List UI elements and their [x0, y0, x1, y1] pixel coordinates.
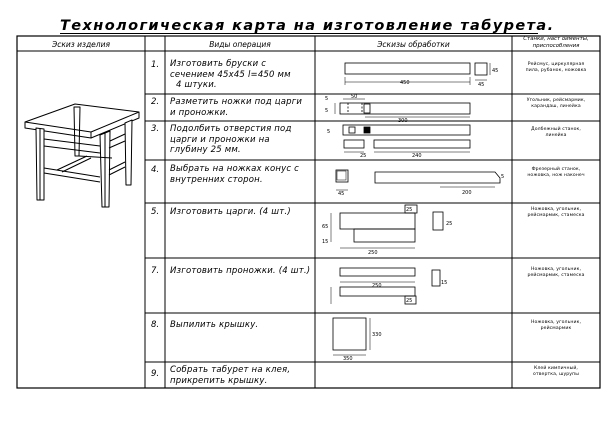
dimension-label: 200 — [462, 190, 472, 196]
operation-description: Изготовить бруски с сечением 45x45 l=450… — [170, 59, 291, 91]
sketch-seat-board — [332, 317, 371, 356]
header-processing-sketches: Эскизы обработки — [377, 40, 450, 49]
title-underline — [60, 33, 538, 34]
tools-line: Фрезерный станок, — [531, 167, 581, 172]
dimension-label: 250 — [368, 250, 378, 256]
operation-number: 4. — [150, 165, 160, 175]
tools-line: Угольник, рейсмармик, — [526, 98, 586, 103]
operation-line: царги и проножки на — [170, 134, 270, 145]
tools-line: Ножовка, угольник, — [530, 320, 582, 325]
operation-number: 2. — [150, 97, 160, 107]
operation-description: Изготовить царги. (4 шт.) — [170, 207, 291, 218]
sketch-tapered-leg — [335, 169, 501, 191]
operation-number: 3. — [150, 124, 160, 134]
operation-description: Подолбить отверстия под царги и проножки… — [170, 124, 292, 156]
tools-line: рейсмармик, стамеска — [527, 213, 585, 219]
operation-description: Выпилить крышку. — [170, 320, 258, 331]
dimension-label: 25 — [446, 221, 452, 227]
sketch-stretcher — [330, 267, 441, 305]
tools-line: линейка — [545, 133, 567, 139]
operation-description: Разметить ножки под царги и проножки. — [170, 97, 302, 118]
operation-line: и проножки. — [170, 107, 229, 118]
dimension-label: 50 — [351, 94, 357, 100]
dimension-label: 5 — [501, 174, 504, 180]
operation-line: Собрать табурет на клея, — [170, 365, 291, 375]
dimension-label: 450 — [400, 80, 410, 86]
tools-cell: Рейсмус, циркулярная пила, рубанок, ножо… — [514, 62, 598, 74]
dimension-label: 330 — [372, 332, 382, 338]
operation-description: Изготовить проножки. (4 шт.) — [170, 266, 310, 277]
header-sketch: Эскиз изделия — [52, 40, 110, 49]
dimension-label: 240 — [412, 153, 422, 159]
operation-line: Подолбить отверстия под — [170, 124, 292, 134]
operation-number: 1. — [150, 60, 160, 70]
dimension-label: 25 — [360, 153, 366, 159]
tools-line: карандаш, линейка — [531, 104, 581, 110]
dimension-label: 25 — [406, 207, 412, 213]
operation-line: прикрепить крышку. — [170, 375, 268, 386]
dimension-label: 45 — [338, 191, 344, 197]
dimension-label: 5 — [325, 108, 328, 114]
header-tools: Станки, наст ойменты, приспособления — [512, 36, 600, 50]
tools-line: рейсмармик — [540, 326, 572, 332]
tools-cell: Фрезерный станок, ножовка, нож наконеч — [514, 167, 598, 179]
operation-line: глубину 25 мм. — [170, 145, 241, 155]
sketch-rail — [330, 204, 444, 249]
tools-line: Ножовка, угольник, — [530, 207, 582, 212]
sketch-mortised-leg — [342, 124, 471, 153]
operation-number: 8. — [150, 320, 160, 330]
operation-line: Выбрать на ножках конус с — [170, 164, 299, 174]
tools-line: ножовка, нож наконеч — [527, 173, 585, 179]
tools-cell: Ножовка, угольник, рейсмармик, стамеска — [514, 267, 598, 279]
operation-number: 9. — [150, 369, 160, 379]
header-tools-line: приспособления — [532, 43, 580, 49]
tools-line: отвертка, шурупы — [533, 372, 579, 378]
tools-cell: Ножовка, угольник, рейсмармик, стамеска — [514, 207, 598, 219]
dimension-label: 45 — [492, 68, 498, 74]
sketch-marked-leg — [334, 98, 471, 118]
header-tools-line: Станки, наст ойменты, — [523, 36, 589, 42]
operation-line: Изготовить проножки. (4 шт.) — [170, 266, 311, 276]
tools-line: Клей кимпичный, — [534, 366, 578, 371]
operation-number: 7. — [150, 266, 160, 276]
operation-description: Выбрать на ножках конус с внутренних сто… — [170, 164, 299, 185]
dimension-label: 15 — [441, 280, 447, 286]
operation-line: сечением 45x45 l=450 мм — [170, 69, 291, 80]
operation-number: 5. — [150, 207, 160, 217]
tools-line: пила, рубанок, ножовка — [525, 68, 587, 74]
dimension-label: 45 — [478, 82, 484, 88]
operation-line: Изготовить бруски с — [170, 59, 267, 69]
operation-line: 4 штуки. — [176, 80, 217, 90]
dimension-label: 65 — [322, 224, 328, 230]
operation-line: Выпилить крышку. — [170, 320, 259, 330]
tools-line: Долбежный станок, — [531, 127, 581, 132]
dimension-label: 5 — [325, 96, 328, 102]
tools-cell: Клей кимпичный, отвертка, шурупы — [514, 366, 598, 378]
tools-line: рейсмармик, стамеска — [527, 273, 585, 279]
operation-line: внутренних сторон. — [170, 174, 263, 185]
dimension-label: 15 — [322, 239, 328, 245]
dimension-label: 300 — [398, 118, 408, 124]
sketch-bar-blank — [344, 62, 491, 85]
operation-line: Разметить ножки под царги — [170, 97, 303, 107]
dimension-label: 350 — [343, 356, 353, 362]
dimension-label: 250 — [372, 283, 382, 289]
tools-cell: Долбежный станок, линейка — [514, 127, 598, 139]
operation-description: Собрать табурет на клея, прикрепить крыш… — [170, 365, 290, 386]
dimension-label: 25 — [406, 298, 412, 304]
operation-line: Изготовить царги. (4 шт.) — [170, 207, 291, 217]
tools-line: Рейсмус, циркулярная — [527, 62, 585, 67]
dimension-label: 5 — [327, 129, 330, 135]
page-title: Технологическая карта на изготовление та… — [60, 18, 555, 34]
header-operation-types: Виды операция — [209, 40, 271, 49]
tools-cell: Угольник, рейсмармик, карандаш, линейка — [514, 98, 598, 110]
tools-cell: Ножовка, угольник, рейсмармик — [514, 320, 598, 332]
tools-line: Ножовка, угольник, — [530, 267, 582, 272]
stool-sketch — [24, 103, 140, 208]
